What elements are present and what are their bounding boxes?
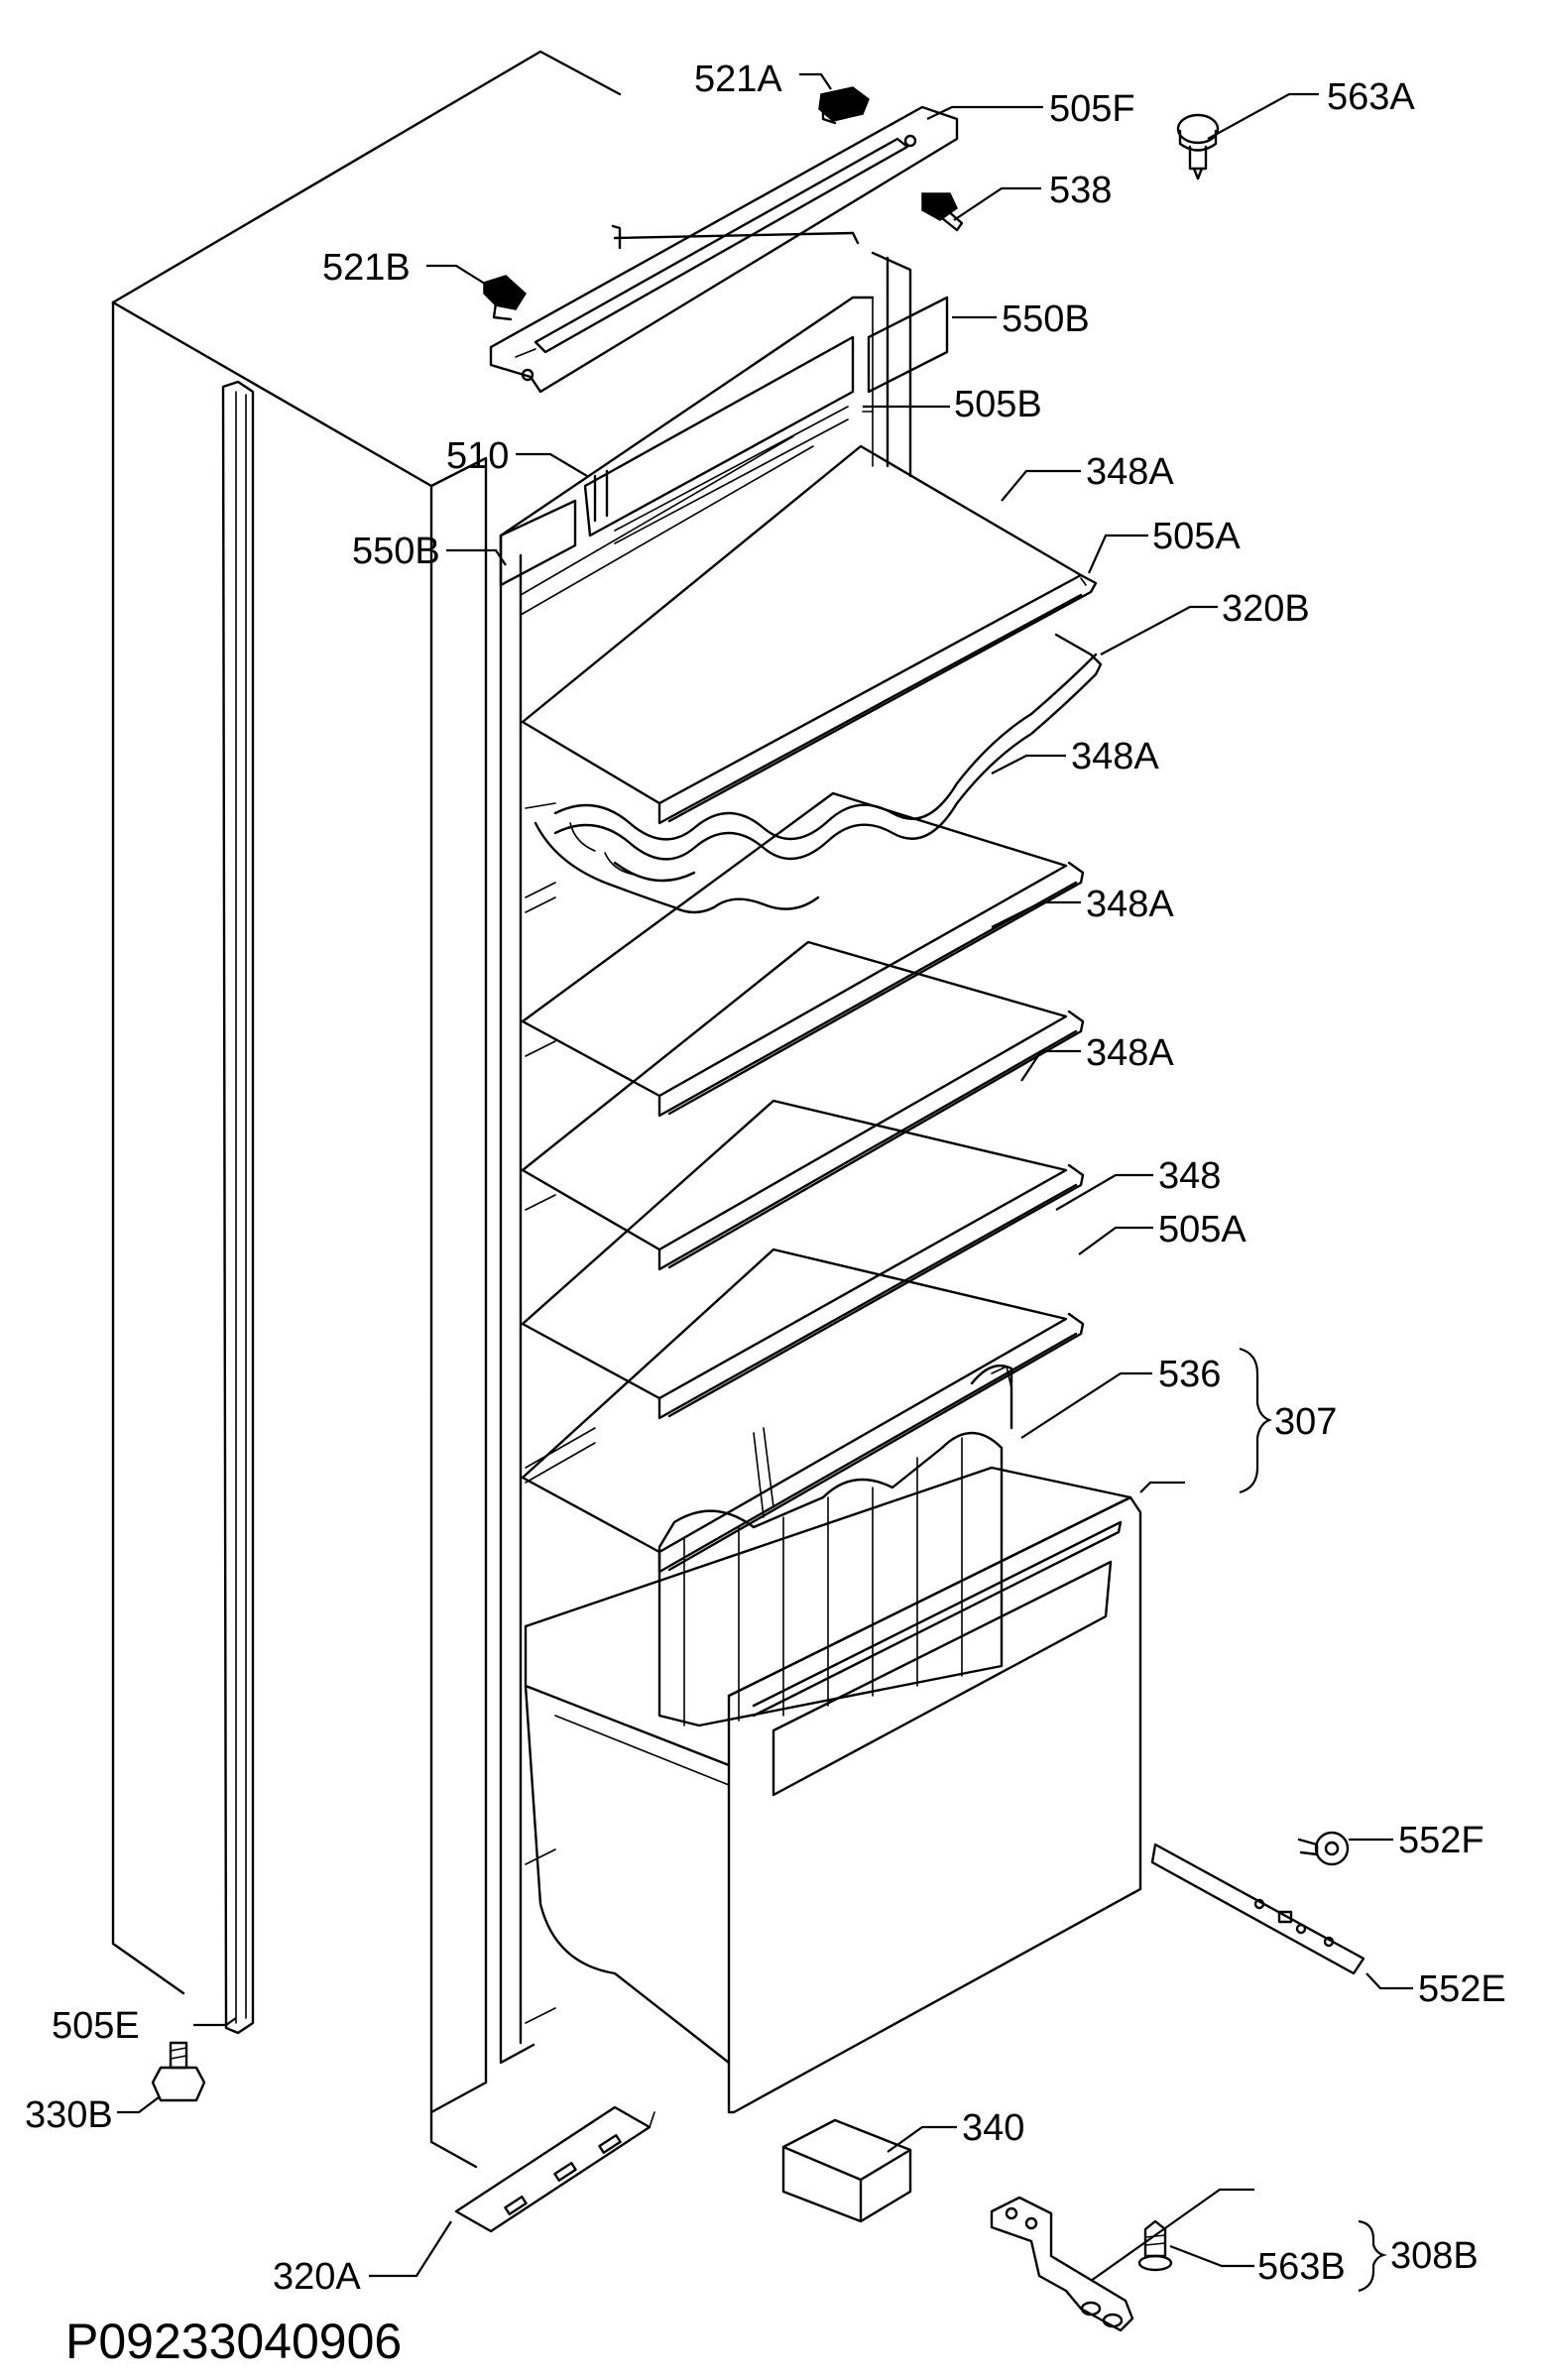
rail-320a	[454, 2105, 655, 2233]
shelf-trim-505a-upper	[1080, 577, 1087, 586]
label-348a-4: 348A	[1086, 1032, 1174, 1074]
label-505b: 505B	[954, 384, 1042, 425]
label-348a-2: 348A	[1071, 736, 1159, 777]
light-housing-510	[583, 335, 855, 544]
hinge-pin-538	[921, 192, 964, 232]
leader-lines	[117, 72, 1413, 2293]
cabinet-body	[111, 50, 912, 2169]
label-550b-left: 550B	[352, 531, 440, 572]
label-563a: 563A	[1327, 76, 1415, 118]
adjustable-foot-330b	[151, 2041, 206, 2102]
glass-shelf-4	[521, 1099, 1085, 1420]
rail-552e	[1150, 1843, 1366, 1975]
glass-shelf-3	[521, 940, 1085, 1271]
screw-563a	[1176, 113, 1220, 180]
label-521b: 521B	[322, 247, 411, 289]
drawer-307	[524, 1364, 1142, 2114]
label-320a: 320A	[273, 2256, 361, 2298]
ice-pack-340	[781, 2118, 912, 2223]
label-552f: 552F	[1398, 1820, 1485, 1861]
bottle-rack-320b	[525, 633, 1103, 914]
label-536: 536	[1158, 1354, 1221, 1395]
label-550b-top: 550B	[1002, 298, 1090, 340]
label-538: 538	[1049, 170, 1112, 211]
label-505a-1: 505A	[1152, 516, 1241, 557]
label-320b: 320B	[1222, 588, 1310, 630]
screw-552f	[1297, 1831, 1350, 1866]
label-552e: 552E	[1418, 1968, 1506, 2010]
label-521a: 521A	[694, 59, 782, 100]
glass-shelf-1	[521, 444, 1098, 825]
hinge-cap-521a	[818, 86, 870, 125]
label-330b: 330B	[25, 2094, 113, 2136]
door-seal-505e	[221, 380, 255, 2035]
rating-plate-550b-top	[867, 296, 949, 394]
label-348a-1: 348A	[1086, 451, 1174, 493]
hinge-cap-521b	[483, 275, 527, 321]
label-308b: 308B	[1390, 2235, 1479, 2277]
label-307: 307	[1274, 1401, 1337, 1443]
label-563b: 563B	[1257, 2246, 1346, 2288]
diagram-code: P09233040906	[65, 2314, 402, 2369]
label-348: 348	[1158, 1155, 1221, 1197]
label-505a-2: 505A	[1158, 1209, 1247, 1250]
glass-shelf-2	[521, 791, 1085, 1118]
callout-labels: 521A 505F 563A 538 521B 550B 505B 510 34…	[25, 59, 1506, 2369]
label-505f: 505F	[1049, 88, 1135, 130]
glass-shelf-5	[521, 1248, 1085, 1574]
bottom-hinge-308b	[990, 2196, 1134, 2332]
rating-plate-550b-left	[499, 499, 577, 587]
top-hinge-bracket-505f	[489, 105, 959, 394]
label-505e: 505E	[52, 2005, 140, 2047]
label-348a-3: 348A	[1086, 884, 1174, 925]
label-510: 510	[446, 435, 509, 477]
label-340: 340	[962, 2107, 1024, 2149]
